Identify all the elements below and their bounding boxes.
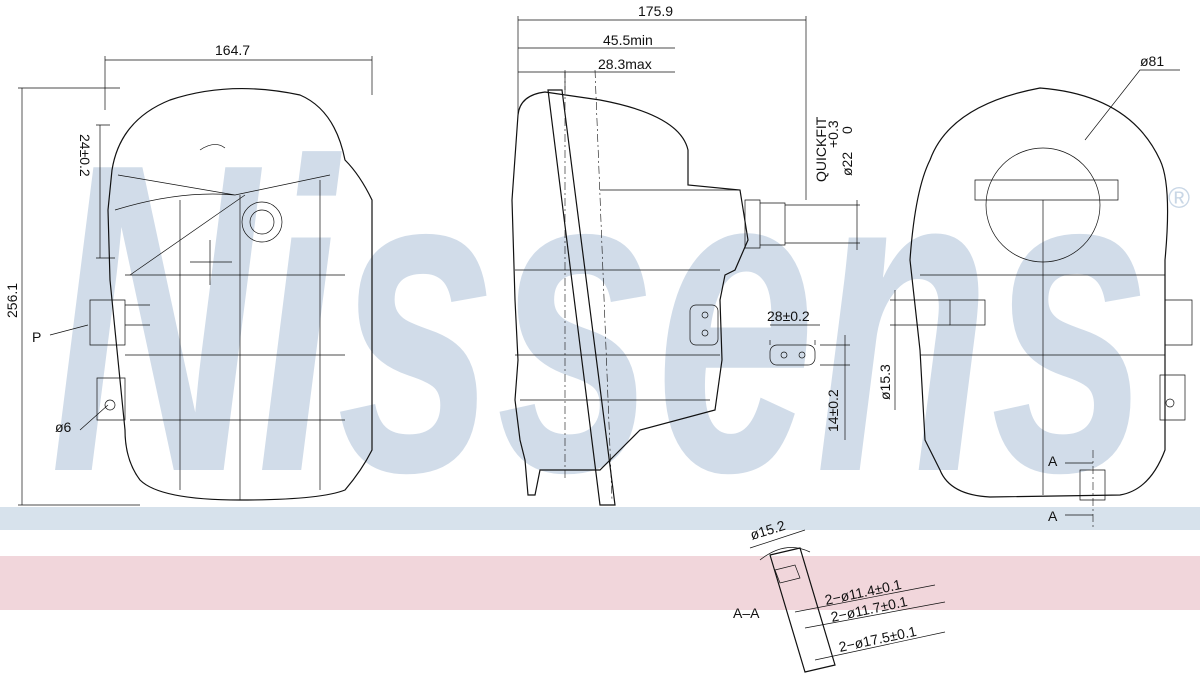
port-diameter: ø15.3 (877, 364, 893, 400)
side-view: 175.9 45.5min 28.3max QUICKFIT ø22 +0.3 … (511, 3, 860, 506)
section-title: A–A (733, 605, 760, 621)
bracket-height-dimension: 14±0.2 (825, 389, 841, 432)
rear-view: ø81 ø15.3 A A (877, 53, 1193, 530)
flange-dimension: 24±0.2 (77, 134, 93, 177)
max-dimension: 28.3max (598, 56, 652, 72)
blue-band (0, 507, 1200, 530)
quickfit-tolerance-lower: 0 (839, 126, 855, 134)
section-mark-top: A (1048, 453, 1058, 469)
registered-mark: ® (1168, 182, 1190, 215)
port-label: P (32, 329, 41, 345)
cap-diameter: ø81 (1140, 53, 1164, 69)
quickfit-tolerance-upper: +0.3 (825, 120, 841, 148)
front-view: 164.7 256.1 24±0.2 P ø6 (4, 42, 373, 506)
height-dimension: 256.1 (4, 283, 20, 318)
pink-band (0, 556, 1200, 610)
section-mark-bottom: A (1048, 508, 1058, 524)
brand-watermark: Nissens (50, 73, 1150, 564)
bracket-width-dimension: 28±0.2 (767, 308, 810, 324)
overall-length-dimension: 175.9 (638, 3, 673, 19)
width-dimension: 164.7 (215, 42, 250, 58)
min-dimension: 45.5min (603, 32, 653, 48)
quickfit-diameter: ø22 (839, 152, 855, 176)
quickfit-label: QUICKFIT (813, 116, 829, 182)
hole-dimension: ø6 (55, 419, 72, 435)
section-dimension-3: 2−ø17.5±0.1 (837, 623, 918, 655)
